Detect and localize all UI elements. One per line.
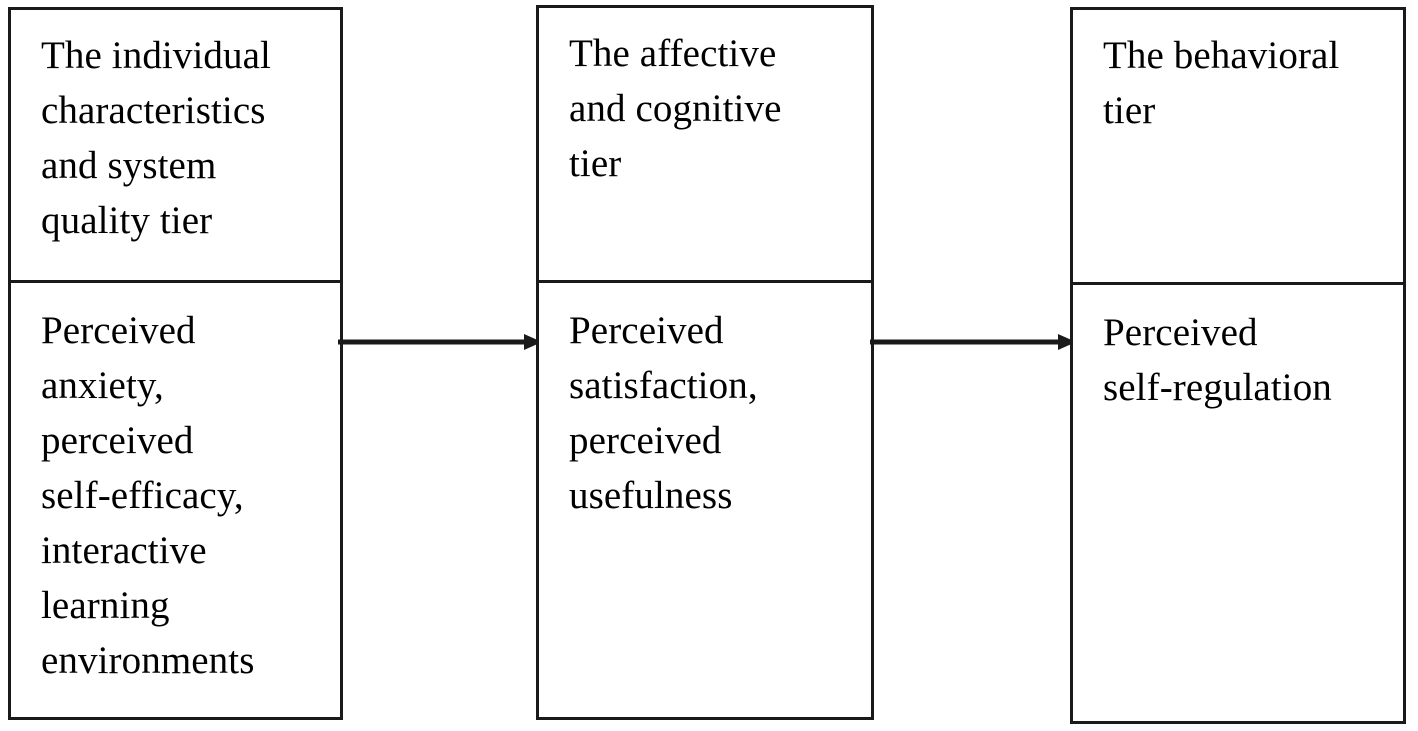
tier-header-cell: The behavioral tier: [1073, 10, 1403, 285]
tier-header-cell: The individual characteristics and syste…: [11, 10, 340, 283]
tier-header-label: The affective and cognitive tier: [569, 32, 782, 185]
tier-body-label: Perceived anxiety, perceived self-effica…: [41, 309, 255, 682]
tier-body-label: Perceived self-regulation: [1103, 311, 1332, 409]
arrow-right-icon-tier2-to-tier3: [870, 330, 1076, 354]
tier-body-label: Perceived satisfaction, perceived useful…: [569, 309, 758, 517]
tier-column-affective-and-cognitive: The affective and cognitive tier Perceiv…: [536, 5, 874, 720]
tier-header-label: The behavioral tier: [1103, 34, 1340, 132]
arrow-right-icon-tier1-to-tier2: [338, 330, 542, 354]
tier-column-individual-characteristics-and-system-quality: The individual characteristics and syste…: [8, 7, 343, 720]
tier-body-cell: Perceived anxiety, perceived self-effica…: [11, 283, 340, 717]
tier-body-cell: Perceived self-regulation: [1073, 285, 1403, 721]
tier-body-cell: Perceived satisfaction, perceived useful…: [539, 283, 871, 717]
tier-header-cell: The affective and cognitive tier: [539, 8, 871, 283]
tier-header-label: The individual characteristics and syste…: [41, 34, 271, 242]
tier-column-behavioral: The behavioral tier Perceived self-regul…: [1070, 7, 1406, 724]
